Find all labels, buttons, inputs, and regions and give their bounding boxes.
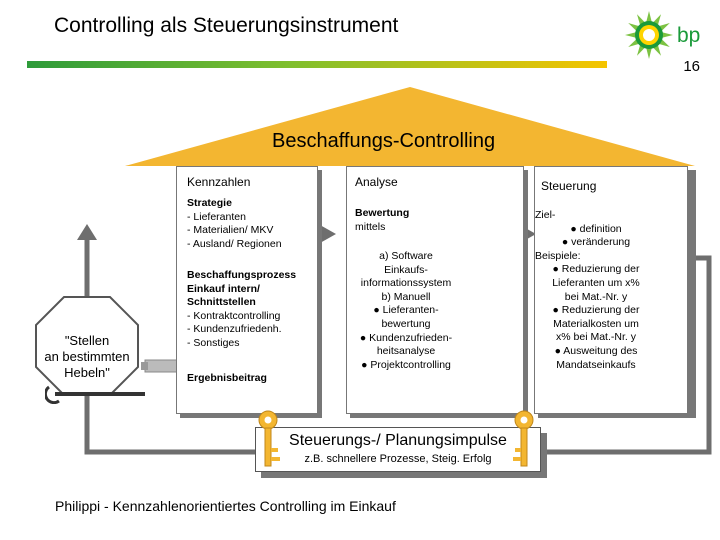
steuerung-line: ● Ausweitung des [554, 344, 638, 357]
kennzahlen-heading: Kennzahlen [187, 175, 251, 189]
bewertung-block: Bewertung mittels [355, 207, 409, 234]
prozess-title-line: Einkauf intern/ [187, 282, 260, 295]
analyse-list: a) Software Einkaufs- informationssystem… [351, 250, 461, 372]
analyse-item: bewertung [381, 317, 431, 330]
analyse-box: Analyse Bewertung mittels a) Software Ei… [346, 166, 524, 414]
analyse-item: informationssystem [360, 277, 452, 290]
steuerung-line: ● definition [570, 222, 622, 235]
analyse-item: b) Manuell [381, 290, 431, 303]
strategie-title: Strategie [187, 197, 232, 209]
analyse-item: a) Software [379, 250, 433, 262]
strategie-item: - Ausland/ Regionen [187, 237, 282, 250]
footer-text: Philippi - Kennzahlenorientiertes Contro… [55, 498, 396, 514]
strategie-block: Strategie - Lieferanten - Materialien/ M… [187, 197, 282, 251]
bp-logo-text: bp [677, 24, 701, 47]
steuerung-heading: Steuerung [541, 179, 597, 193]
steuerung-line: ● Reduzierung der [552, 263, 640, 276]
steuerung-box: Steuerung Ziel- ● definition ● veränderu… [534, 166, 688, 414]
page-number: 16 [683, 58, 700, 75]
stellen-text: "Stellen an bestimmten Hebeln" [34, 333, 140, 381]
bewertung-title: Bewertung [355, 207, 410, 219]
analyse-item: ● Projektcontrolling [361, 358, 451, 371]
stellen-line: Hebeln" [64, 365, 110, 380]
kennzahlen-box: Kennzahlen Strategie - Lieferanten - Mat… [176, 166, 318, 414]
steuerung-line: Beispiele: [535, 249, 581, 262]
prozess-item: - Kundenzufriedenh. [187, 323, 282, 336]
impulse-title: Steuerungs-/ Planungsimpulse [289, 432, 507, 449]
prozess-title-line: Beschaffungsprozess [187, 269, 297, 281]
page-title: Controlling als Steuerungsinstrument [54, 14, 399, 37]
bp-helios-logo-icon [625, 11, 673, 59]
steuerung-line: ● Reduzierung der [552, 304, 640, 317]
prozess-item: - Sonstiges [187, 336, 240, 349]
prozess-item: - Kontraktcontrolling [187, 309, 281, 322]
steuerung-line: Ziel- [535, 209, 556, 221]
key-icon [258, 410, 280, 467]
analyse-heading: Analyse [355, 175, 398, 189]
steuerung-line: x% bei Mat.-Nr. y [556, 331, 636, 344]
ergebnisbeitrag: Ergebnisbeitrag [187, 372, 267, 384]
prozess-block: Beschaffungsprozess Einkauf intern/ Schn… [187, 269, 296, 351]
analyse-item: ● Lieferanten- [373, 304, 439, 317]
key-icon [513, 410, 534, 467]
analyse-item: ● Kundenzufrieden- [359, 331, 453, 344]
prozess-title-line: Schnittstellen [187, 296, 256, 309]
analyse-item: Einkaufs- [384, 263, 428, 276]
bewertung-sub: mittels [355, 220, 386, 233]
steuerung-line: Mandatseinkaufs [556, 358, 636, 371]
wrench-icon [45, 359, 185, 404]
stellen-line: an bestimmten [44, 349, 130, 364]
impulse-subtitle: z.B. schnellere Prozesse, Steig. Erfolg [304, 453, 492, 465]
strategie-item: - Materialien/ MKV [187, 224, 274, 237]
steuerung-line: Lieferanten um x% [552, 276, 640, 289]
steuerung-list: Ziel- ● definition ● veränderung Beispie… [535, 209, 657, 372]
impulse-box: Steuerungs-/ Planungsimpulse z.B. schnel… [255, 427, 541, 472]
stellen-line: "Stellen [64, 333, 110, 348]
steuerung-line: bei Mat.-Nr. y [564, 290, 628, 303]
strategie-item: - Lieferanten [187, 210, 246, 223]
header-divider-bar [27, 61, 607, 68]
analyse-item: heitsanalyse [376, 345, 436, 358]
steuerung-line: Materialkosten um [553, 317, 639, 330]
steuerung-line: ● veränderung [561, 236, 631, 249]
roof-label: Beschaffungs-Controlling [272, 130, 496, 152]
